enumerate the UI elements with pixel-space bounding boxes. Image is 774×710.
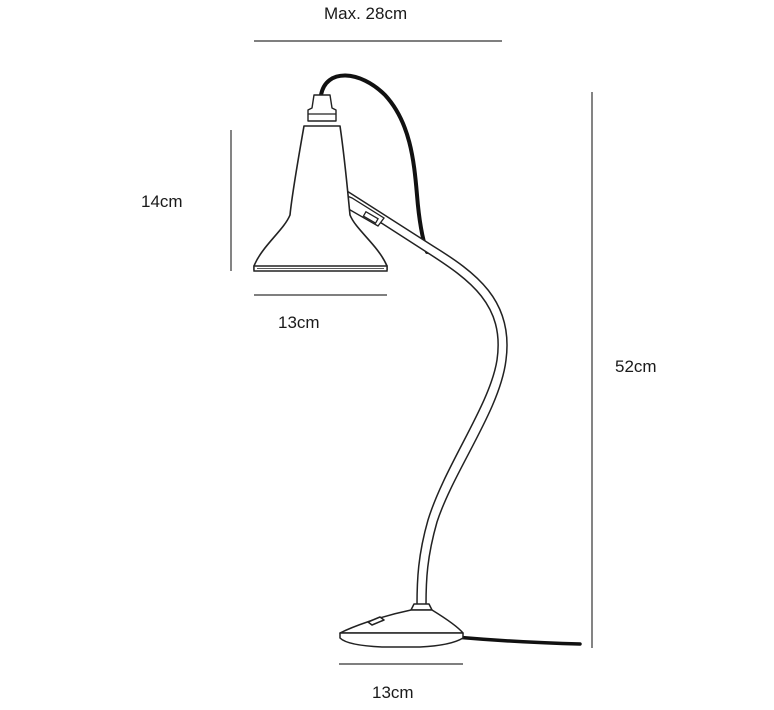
shade-body (253, 125, 388, 271)
shade-height-label: 14cm (141, 192, 183, 211)
base-top (339, 609, 464, 634)
upper-cable (319, 73, 429, 254)
lamp-base (339, 603, 464, 648)
base-collar (410, 603, 433, 611)
lower-cable (453, 635, 582, 646)
base-switch (367, 616, 385, 626)
shade-width-label: 13cm (278, 313, 320, 332)
shade-cap (307, 94, 337, 122)
total-height-label: 52cm (615, 357, 657, 376)
dimension-lines (230, 40, 593, 665)
base-plate (339, 632, 464, 648)
base-width-label: 13cm (372, 683, 414, 702)
lamp-shade (253, 94, 388, 272)
max-width-label: Max. 28cm (324, 4, 408, 23)
